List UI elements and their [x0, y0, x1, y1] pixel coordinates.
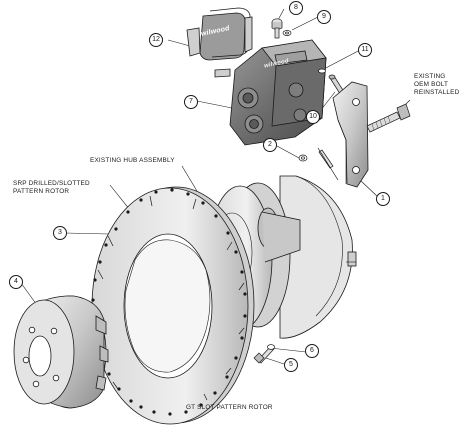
- callout-4: 4: [9, 275, 23, 289]
- callout-2: 2: [263, 138, 277, 152]
- callout-12: 12: [149, 33, 163, 47]
- label-srp-rotor: SRP DRILLED/SLOTTED PATTERN ROTOR: [13, 180, 90, 196]
- caliper-bolt: [271, 18, 292, 39]
- label-srp-rotor-line1: SRP DRILLED/SLOTTED: [13, 180, 90, 187]
- brake-pads: [186, 7, 253, 78]
- callout-10: 10: [306, 110, 320, 124]
- dust-shield: [279, 175, 357, 339]
- label-existing-hub-assembly: EXISTING HUB ASSEMBLY: [90, 157, 175, 164]
- label-oem-bolt-line3: REINSTALLED: [414, 89, 460, 96]
- spacer-washer: [298, 149, 334, 169]
- caliper: [229, 39, 327, 146]
- callout-7: 7: [184, 95, 198, 109]
- callout-8: 8: [289, 1, 303, 15]
- callout-11: 11: [358, 43, 372, 57]
- label-oem-bolt-line1: EXISTING: [414, 73, 446, 80]
- rotor-bolt: [253, 344, 275, 364]
- callout-1: 1: [376, 192, 390, 206]
- label-oem-bolt-line2: OEM BOLT: [414, 81, 449, 88]
- callout-5: 5: [284, 358, 298, 372]
- oem-bolt: [366, 103, 411, 133]
- callout-9: 9: [317, 10, 331, 24]
- callout-6: 6: [305, 344, 319, 358]
- label-oem-bolt: EXISTING OEM BOLT REINSTALLED: [414, 73, 459, 97]
- brake-rotor: [91, 186, 255, 425]
- mounting-bracket: [332, 81, 369, 188]
- rotor-hat: [13, 295, 109, 409]
- callout-3: 3: [53, 226, 67, 240]
- label-srp-rotor-line2: PATTERN ROTOR: [13, 188, 70, 195]
- bracket-stud: [317, 147, 339, 181]
- label-gt-slot-rotor: GT SLOT PATTERN ROTOR: [186, 404, 273, 411]
